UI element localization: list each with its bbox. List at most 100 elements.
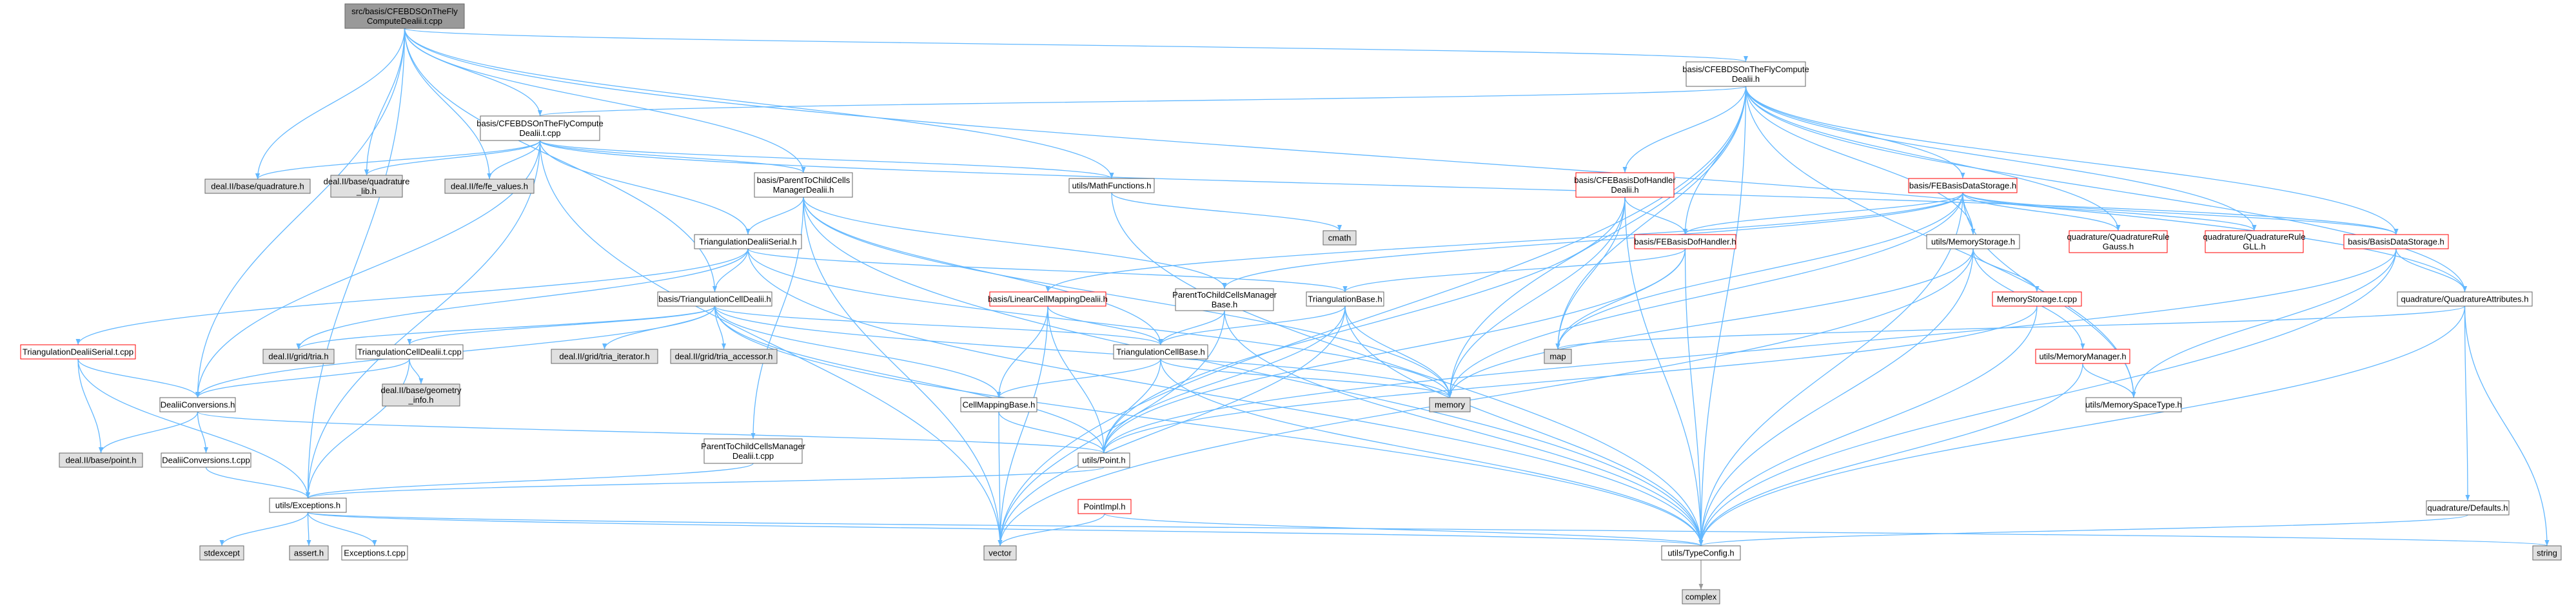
edge-fbdh-to-tcfg — [1684, 248, 1702, 546]
node-label: vector — [988, 548, 1012, 558]
node-label: src/basis/CFEBDSOnTheFly — [351, 6, 458, 16]
edge-tcdt-to-dc — [197, 358, 410, 398]
node-tcfg[interactable]: utils/TypeConfig.h — [1661, 545, 1741, 561]
node-cmath[interactable]: cmath — [1322, 230, 1357, 246]
edge-root-to-p2c — [404, 28, 804, 173]
node-map[interactable]: map — [1544, 349, 1572, 364]
node-box — [330, 175, 403, 198]
node-mst2[interactable]: utils/MemorySpaceType.h — [2085, 397, 2182, 412]
node-box — [1306, 291, 1384, 307]
edge-exc-to-string — [307, 512, 2548, 546]
node-qattr[interactable]: quadrature/QuadratureAttributes.h — [2397, 291, 2533, 307]
edge-bbds-to-point — [1103, 248, 2397, 454]
node-tcdt[interactable]: TriangulationCellDealii.t.cpp — [355, 344, 464, 360]
node-dct[interactable]: DealiiConversions.t.cpp — [161, 452, 251, 468]
node-bbds[interactable]: basis/BasisDataStorage.h — [2343, 234, 2449, 249]
edge-qattr-to-map — [1557, 305, 2466, 350]
node-cmb[interactable]: CellMappingBase.h — [960, 397, 1037, 412]
node-label: string — [2537, 548, 2557, 558]
node-exct[interactable]: Exceptions.t.cpp — [341, 545, 408, 561]
node-quadlib[interactable]: deal.II/base/quadrature_lib.h — [324, 175, 410, 198]
arrowhead-qattr-to-map — [1555, 343, 1560, 349]
node-box — [1634, 234, 1736, 249]
node-dc[interactable]: DealiiConversions.h — [159, 397, 236, 412]
node-tcb[interactable]: TriangulationCellBase.h — [1113, 344, 1208, 360]
edge-mst-to-tcfg — [1700, 305, 2038, 546]
node-grid[interactable]: deal.II/grid/tria.h — [262, 349, 335, 364]
node-point[interactable]: utils/Point.h — [1077, 452, 1130, 468]
node-label: deal.II/grid/tria_iterator.h — [559, 352, 649, 362]
node-vector[interactable]: vector — [983, 545, 1017, 561]
node-box — [199, 545, 244, 561]
edge-ms-to-memory — [1449, 248, 1974, 398]
node-box — [1992, 291, 2082, 307]
node-ms[interactable]: utils/MemoryStorage.h — [1926, 234, 2020, 249]
node-assert[interactable]: assert.h — [289, 545, 329, 561]
node-bds[interactable]: basis/FEBasisDataStorage.h — [1908, 178, 2018, 193]
node-label: Gauss.h — [2103, 242, 2134, 251]
node-mm[interactable]: utils/MemoryManager.h — [2035, 349, 2130, 364]
edge-p2c-to-tcb — [803, 197, 1161, 345]
arrowhead-bds-to-lcm — [1045, 286, 1050, 292]
node-label: memory — [1435, 400, 1465, 410]
node-box — [1686, 61, 1806, 87]
node-memory[interactable]: memory — [1429, 397, 1471, 412]
node-tb[interactable]: TriangulationBase.h — [1306, 291, 1384, 307]
node-label: basis/ParentToChildCells — [757, 175, 850, 185]
node-label: utils/MemorySpaceType.h — [2085, 400, 2182, 410]
node-qdef[interactable]: quadrature/Defaults.h — [2426, 500, 2510, 516]
arrowhead-bds-to-p2cb — [1222, 283, 1227, 289]
node-box — [1068, 178, 1155, 193]
node-label: ManagerDealii.h — [773, 185, 834, 195]
node-tdst[interactable]: TriangulationDealiiSerial.t.cpp — [20, 344, 136, 360]
node-label: _info.h — [408, 395, 433, 405]
node-dpoint[interactable]: deal.II/base/point.h — [59, 452, 143, 468]
edge-exc-to-exct — [307, 512, 375, 546]
node-mathf[interactable]: utils/MathFunctions.h — [1068, 178, 1155, 193]
node-triait[interactable]: deal.II/grid/tria_iterator.h — [551, 349, 658, 364]
node-box — [1322, 230, 1357, 246]
node-label: utils/TypeConfig.h — [1667, 548, 1734, 558]
node-exc[interactable]: utils/Exceptions.h — [269, 498, 347, 513]
node-tds[interactable]: TriangulationDealiiSerial.h — [694, 234, 802, 249]
node-label: Base.h — [1212, 300, 1237, 309]
node-stdexc[interactable]: stdexcept — [199, 545, 244, 561]
node-fevals[interactable]: deal.II/fe/fe_values.h — [444, 179, 535, 194]
node-string[interactable]: string — [2532, 545, 2562, 561]
node-label: deal.II/base/geometry — [380, 385, 462, 395]
edge-tcb-to-cmb — [998, 358, 1161, 398]
node-root[interactable]: src/basis/CFEBDSOnTheFlyComputeDealii.t.… — [344, 3, 465, 29]
edge-root-to-exc — [307, 28, 406, 499]
node-box — [344, 3, 465, 29]
node-box — [2343, 234, 2449, 249]
node-mst[interactable]: MemoryStorage.t.cpp — [1992, 291, 2082, 307]
node-pimpl[interactable]: PointImpl.h — [1077, 499, 1132, 514]
node-fbdh[interactable]: basis/FEBasisDofHandler.h — [1634, 234, 1736, 249]
node-complex[interactable]: complex — [1682, 589, 1720, 604]
edge-tcb-to-tcfg — [1160, 358, 1702, 546]
edge-bds-to-lcm — [1047, 192, 1963, 293]
edge-p2c-to-memory — [803, 197, 1451, 398]
edge-tdst-to-exc — [77, 358, 309, 499]
edge-bds-to-memory — [1449, 192, 1963, 398]
node-geom[interactable]: deal.II/base/geometry_info.h — [380, 383, 462, 407]
node-tcd[interactable]: basis/TriangulationCellDealii.h — [657, 291, 772, 307]
node-label: utils/MathFunctions.h — [1072, 181, 1152, 191]
node-lcm[interactable]: basis/LinearCellMappingDealii.h — [988, 291, 1108, 307]
node-quadh[interactable]: deal.II/base/quadrature.h — [204, 179, 311, 194]
edge-fly-to-dofd — [1624, 86, 1747, 173]
node-label: deal.II/base/point.h — [66, 456, 137, 465]
node-label: basis/CFEBasisDofHandler — [1574, 175, 1676, 185]
node-triaacc[interactable]: deal.II/grid/tria_accessor.h — [670, 349, 778, 364]
node-label: TriangulationCellDealii.t.cpp — [357, 347, 461, 357]
arrowhead-tcd-to-triait — [602, 343, 607, 349]
